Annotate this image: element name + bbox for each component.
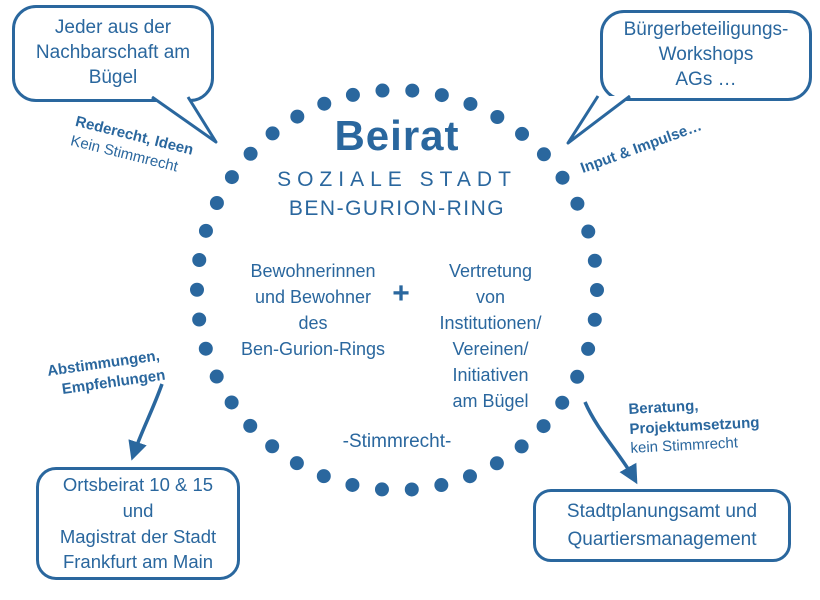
box-line: und <box>122 499 154 521</box>
circle-subtitle-soziale-stadt: SOZIALE STADT <box>277 168 517 191</box>
box-stadtplanungsamt: Stadtplanungsamt und Quartiersmanagement <box>533 489 791 562</box>
institutions-line: Initiativen <box>452 365 529 385</box>
residents-line: Ben-Gurion-Rings <box>240 339 386 359</box>
bubble-neighbourhood-tail <box>151 96 218 144</box>
arrow-to-stadtplanungsamt <box>583 401 638 485</box>
bubble-line: Bügel <box>88 66 138 88</box>
bubble-workshops-tail <box>566 95 631 145</box>
bubble-line: Nachbarschaft am <box>35 42 191 64</box>
bubble-workshops: Bürgerbeteiligungs- Workshops AGs … <box>600 10 812 101</box>
box-ortsbeirat-magistrat: Ortsbeirat 10 & 15 und Magistrat der Sta… <box>36 467 240 580</box>
institutions-line: Vertretung <box>448 261 533 281</box>
institutions-line: Institutionen/ <box>439 313 542 333</box>
bubble-line: AGs … <box>675 68 737 90</box>
bubble-neighbourhood: Jeder aus der Nachbarschaft am Bügel <box>12 5 214 102</box>
residents-line: und Bewohner <box>254 287 372 307</box>
voting-right-label: -Stimmrecht- <box>342 431 452 452</box>
circle-title: Beirat <box>334 112 460 159</box>
institutions-line: von <box>475 287 506 307</box>
bubble-line: Jeder aus der <box>54 17 172 39</box>
box-line: Frankfurt am Main <box>62 551 214 573</box>
institutions-line: am Bügel <box>452 391 529 411</box>
box-line: Magistrat der Stadt <box>59 525 217 547</box>
arrow-to-ortsbeirat <box>128 383 164 461</box>
circle-subtitle-ben-gurion-ring: BEN-GURION-RING <box>288 197 506 220</box>
note-beratung: Beratung, Projektumsetzung kein Stimmrec… <box>628 393 761 458</box>
dotted-circle <box>190 83 604 497</box>
residents-line: Bewohnerinnen <box>250 261 376 281</box>
bubble-line: Workshops <box>658 44 754 66</box>
plus-sign: + <box>392 277 410 310</box>
box-line: Quartiersmanagement <box>567 528 757 550</box>
institutions-group: Vertretung von Institutionen/ Vereinen/ … <box>408 258 573 414</box>
box-line: Ortsbeirat 10 & 15 <box>62 473 214 495</box>
residents-group: Bewohnerinnen und Bewohner des Ben-Gurio… <box>228 258 398 362</box>
residents-line: des <box>298 313 328 333</box>
box-line: Stadtplanungsamt und <box>566 500 758 522</box>
bubble-line: Bürgerbeteiligungs- <box>623 19 789 41</box>
institutions-line: Vereinen/ <box>452 339 529 359</box>
